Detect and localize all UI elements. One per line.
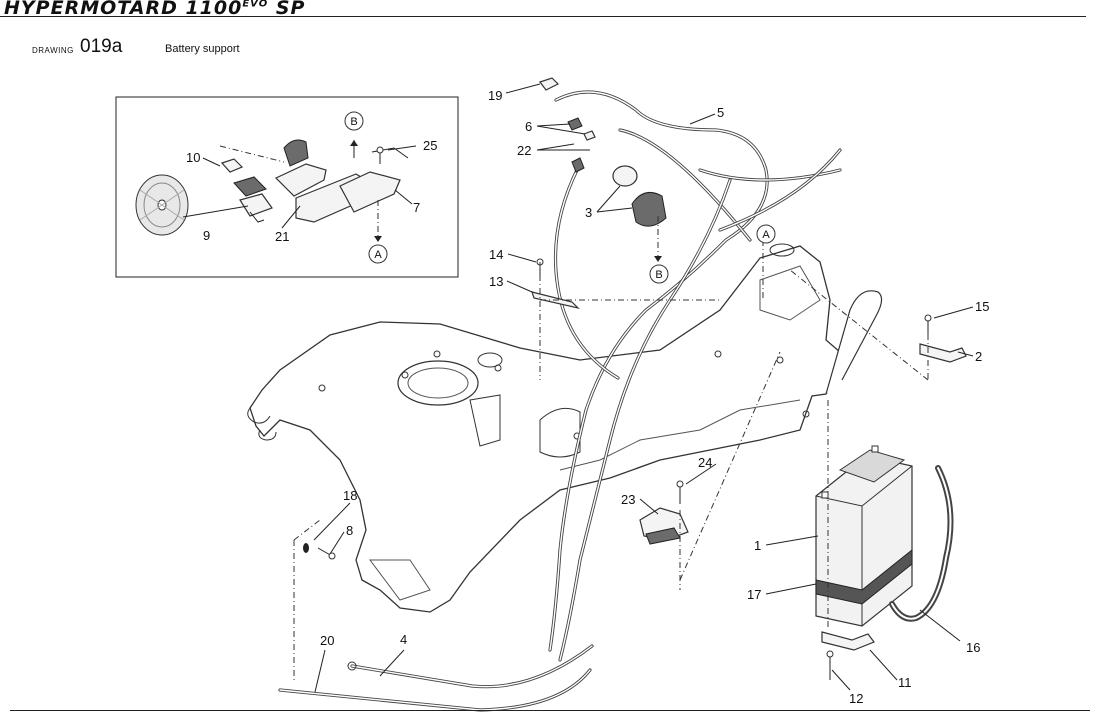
ref-marker-a-inset: A [368, 244, 388, 264]
callout-16: 16 [966, 640, 980, 655]
callout-17: 17 [747, 587, 761, 602]
bolt-part-12 [826, 650, 834, 680]
screw-part-8 [317, 547, 336, 560]
battery-strap-part-16 [889, 465, 954, 622]
svg-text:B: B [350, 116, 357, 128]
callout-14: 14 [489, 247, 503, 262]
callout-2: 2 [975, 349, 982, 364]
callout-1: 1 [754, 538, 761, 553]
battery-tray-frame [247, 243, 883, 613]
callout-25: 25 [423, 138, 437, 153]
bracket-part-21 [274, 139, 409, 223]
callout-19: 19 [488, 88, 502, 103]
callout-21: 21 [275, 229, 289, 244]
bracket-part-11 [821, 631, 875, 651]
svg-text:B: B [655, 269, 662, 281]
wiring-harness-part-5 [278, 90, 842, 712]
callout-24: 24 [698, 455, 712, 470]
footer-rule [10, 710, 1090, 711]
callout-10: 10 [186, 150, 200, 165]
bracket-part-2 [919, 343, 967, 363]
washer-part-18 [303, 543, 309, 553]
ref-marker-b-inset: B [344, 111, 364, 131]
callout-18: 18 [343, 488, 357, 503]
callout-6: 6 [525, 119, 532, 134]
inset-detail-box [115, 96, 459, 278]
clamp-part-23 [639, 507, 689, 545]
drawing-title: Battery support [165, 43, 240, 55]
bolt-part-15 [924, 314, 932, 334]
drawing-code: 019a [80, 36, 123, 57]
callout-13: 13 [489, 274, 503, 289]
callout-9: 9 [203, 228, 210, 243]
callout-23: 23 [621, 492, 635, 507]
callout-20: 20 [320, 633, 334, 648]
disc-part-9 [135, 174, 189, 236]
brand-title: HYPERMOTARD 1100EVO SP [4, 0, 306, 19]
callout-22: 22 [517, 143, 531, 158]
svg-text:A: A [762, 229, 770, 241]
fuse-part-6 [567, 117, 596, 141]
fuse-holder-part-19 [539, 77, 560, 91]
screw-part-24 [676, 480, 684, 504]
drawing-label: DRAWING [32, 46, 74, 55]
ref-marker-b-main: B [649, 264, 669, 284]
callout-12: 12 [849, 691, 863, 706]
callout-5: 5 [717, 105, 724, 120]
connector-part-22 [571, 157, 585, 173]
cable-part-4 [347, 644, 594, 689]
header-rule [0, 16, 1086, 17]
callout-3: 3 [585, 205, 592, 220]
callout-15: 15 [975, 299, 989, 314]
ref-marker-a-main: A [756, 224, 776, 244]
callout-4: 4 [400, 632, 407, 647]
connector-part-10 [220, 158, 273, 223]
callout-7: 7 [413, 200, 420, 215]
svg-text:A: A [374, 249, 382, 261]
callout-11: 11 [898, 675, 912, 690]
battery-pad-part-17 [815, 548, 913, 605]
callout-8: 8 [346, 523, 353, 538]
screw-part-25 [376, 146, 384, 164]
